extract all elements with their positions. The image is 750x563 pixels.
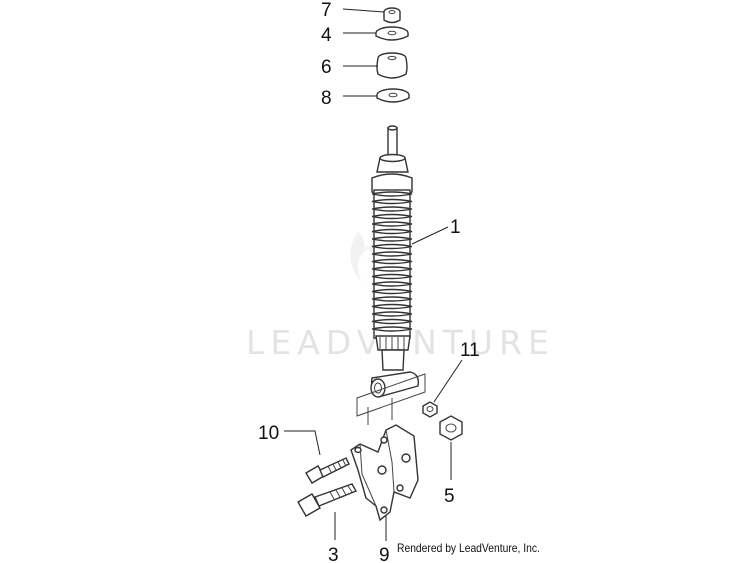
spring-coil <box>371 228 413 235</box>
spring-coil <box>371 266 413 272</box>
callout-5: 5 <box>444 486 455 507</box>
callout-4: 4 <box>321 25 332 46</box>
spring-coil <box>371 258 413 265</box>
callout-10: 10 <box>258 423 279 444</box>
spring-coil <box>371 221 413 227</box>
part-9-bracket <box>350 424 419 522</box>
spring-coil <box>371 281 413 287</box>
callout-3: 3 <box>328 545 339 563</box>
callout-11: 11 <box>460 340 480 361</box>
spring-coil <box>371 191 413 197</box>
spring-coil <box>371 243 413 250</box>
rendered-by-credit: Rendered by LeadVenture, Inc. <box>397 541 540 555</box>
part-11-nut <box>422 401 438 418</box>
spring-coil <box>371 303 413 310</box>
part-6-bushing <box>376 52 408 79</box>
spring-coils <box>371 191 413 332</box>
leader-lines <box>284 8 463 541</box>
spring-coil <box>371 288 413 295</box>
part-8-washer <box>376 88 410 103</box>
spring-coil <box>371 251 413 257</box>
callout-7: 7 <box>321 0 332 21</box>
spring-coil <box>371 318 413 325</box>
part-5-nut <box>439 415 463 441</box>
spring-coil <box>371 236 413 242</box>
spring-coil <box>371 273 413 280</box>
spring-coil <box>371 206 413 212</box>
callout-1: 1 <box>450 217 461 238</box>
callout-6: 6 <box>321 57 332 78</box>
callout-8: 8 <box>321 88 332 109</box>
spring-coil <box>371 311 413 317</box>
part-3-bolt <box>297 483 358 517</box>
spring-coil <box>371 326 413 332</box>
part-4-washer <box>375 26 409 41</box>
part-10-bolt <box>305 457 350 484</box>
spring-coil <box>371 213 413 220</box>
part-1-shock-absorber <box>370 125 420 398</box>
mounting-plane <box>356 373 426 425</box>
spring-coil <box>371 296 413 302</box>
callout-9: 9 <box>379 545 390 563</box>
part-7-nut <box>383 7 401 24</box>
spring-coil <box>371 198 413 205</box>
